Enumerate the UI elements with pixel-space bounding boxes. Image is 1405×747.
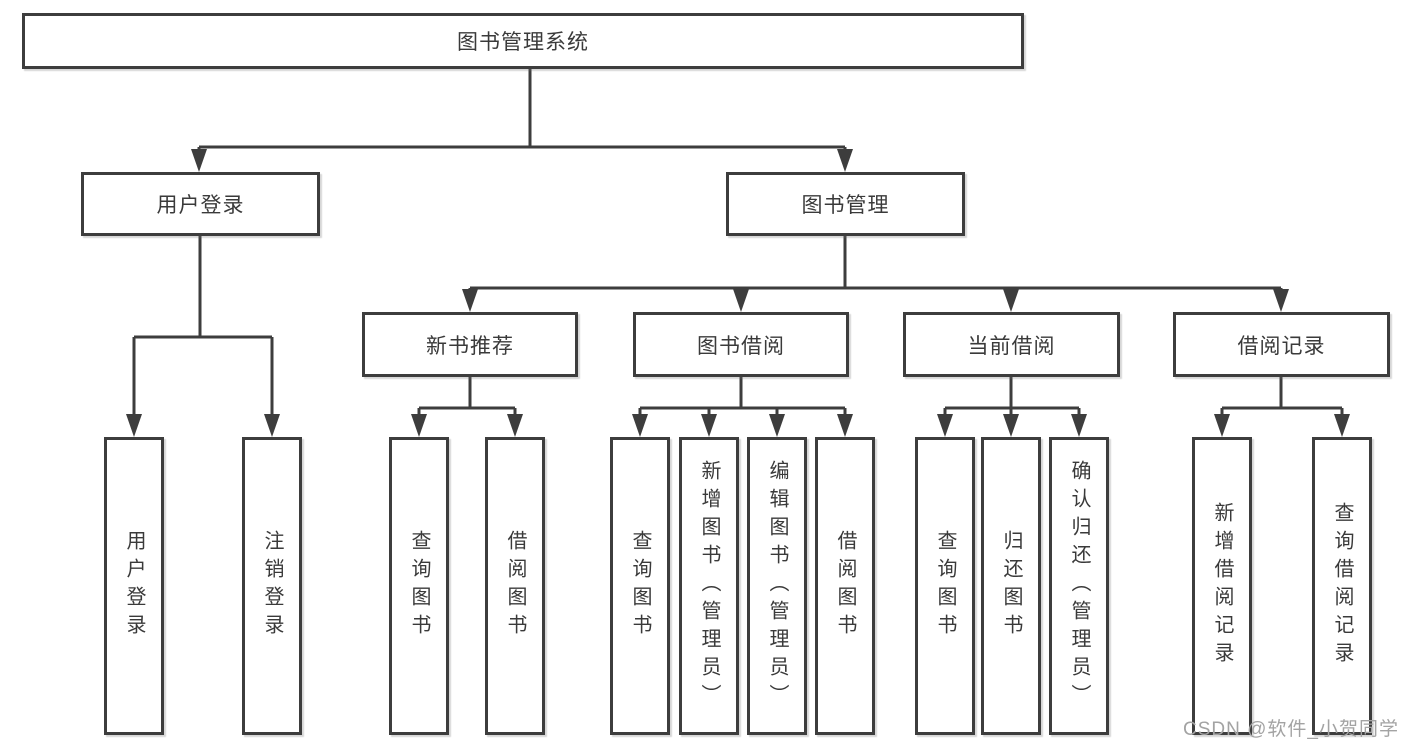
node-borrowing-records: 借阅记录 — [1173, 312, 1390, 377]
leaf-logout: 注销登录 — [242, 437, 302, 735]
leaf-add-borrow-record: 新增借阅记录 — [1192, 437, 1252, 735]
leaf-query-borrow-record: 查询借阅记录 — [1312, 437, 1372, 735]
node-user-login: 用户登录 — [81, 172, 320, 236]
leaf-borrow-books-borrowing: 借阅图书 — [815, 437, 875, 735]
node-root: 图书管理系统 — [22, 13, 1024, 69]
leaf-return-book: 归还图书 — [981, 437, 1041, 735]
watermark: CSDN @软件_小贺同学 — [1183, 719, 1399, 740]
leaf-user-login: 用户登录 — [104, 437, 164, 735]
leaf-edit-book-admin: 编辑图书（管理员） — [747, 437, 807, 735]
leaf-confirm-return-admin: 确认归还（管理员） — [1049, 437, 1109, 735]
node-book-management: 图书管理 — [726, 172, 965, 236]
leaf-query-books-borrowing: 查询图书 — [610, 437, 670, 735]
node-new-book-recommend: 新书推荐 — [362, 312, 578, 377]
leaf-query-books-recommend: 查询图书 — [389, 437, 449, 735]
leaf-query-books-current: 查询图书 — [915, 437, 975, 735]
arrowhead-icons — [126, 149, 1350, 437]
node-book-borrowing: 图书借阅 — [633, 312, 849, 377]
leaf-borrow-books-recommend: 借阅图书 — [485, 437, 545, 735]
leaf-add-book-admin: 新增图书（管理员） — [679, 437, 739, 735]
node-current-borrowing: 当前借阅 — [903, 312, 1120, 377]
